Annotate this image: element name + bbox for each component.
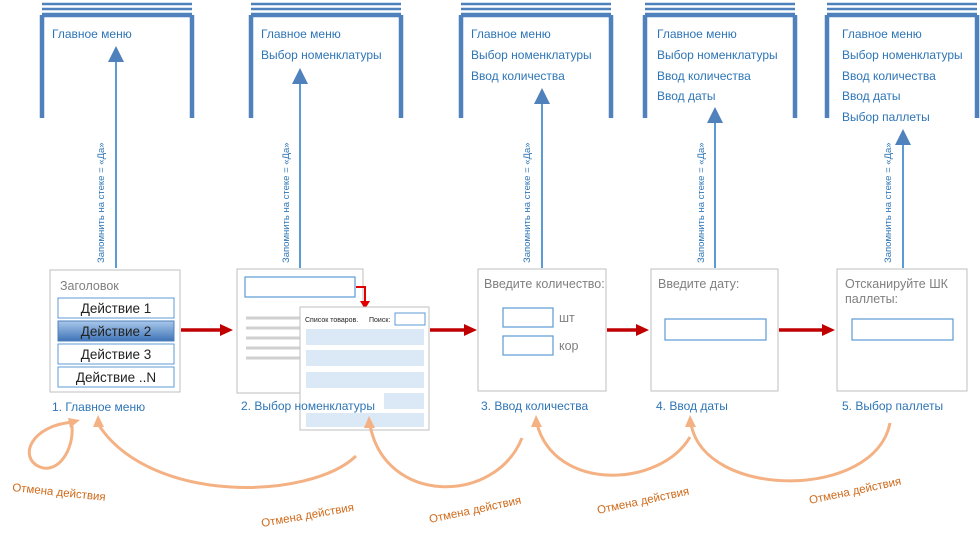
screen-date-input: Введите дату: 4. Ввод даты [650,268,779,413]
boxes-input[interactable] [502,335,554,356]
cancel-arc [96,423,358,489]
cancel-arrows [27,420,892,489]
list-row[interactable] [306,329,424,345]
stack-2-item: Главное меню [261,27,341,41]
cancel-label: Отмена действия [260,502,354,530]
stack-5: Главное меню Выбор номенклатуры Ввод кол… [824,2,980,124]
list-row[interactable] [306,372,424,388]
push-label: Запомнить на стеке = «Да» [281,142,292,263]
stack-5-item: Выбор номенклатуры [842,48,963,62]
action-button-3-label: Действие 3 [81,347,152,362]
pieces-unit: шт [559,311,575,325]
cancel-label: Отмена действия [808,476,902,507]
stack-4-item: Выбор номенклатуры [657,48,778,62]
cancel-arrow-head [364,416,375,428]
action-button-2-label: Действие 2 [81,324,152,339]
cancel-arrow-head [68,418,80,428]
cancel-arrow-heads [68,415,696,428]
screen-item-selection: Список товаров. Поиск: 2. Выбор номенкла… [236,268,430,431]
push-label: Запомнить на стеке = «Да» [696,142,707,263]
push-arrows: Запомнить на стеке = «Да» Запомнить на с… [96,46,911,268]
stack-4-item: Главное меню [657,27,737,41]
push-label: Запомнить на стеке = «Да» [522,142,533,263]
stack-1-item: Главное меню [52,27,132,41]
stack-2: Главное меню Выбор номенклатуры [248,2,404,118]
stack-2-item: Выбор номенклатуры [261,48,382,62]
stack-3-item: Ввод количества [471,69,565,83]
stack-5-item: Выбор паллеты [842,110,930,124]
stack-5-item: Ввод даты [842,89,901,103]
screen-caption: 4. Ввод даты [656,399,728,413]
action-button-2-selected[interactable] [57,320,175,342]
cancel-label: Отмена действия [428,495,522,526]
screen-caption: 3. Ввод количества [481,399,588,413]
action-button-n-label: Действие ..N [76,370,156,385]
screen-title: Заголовок [60,279,119,293]
item-list-popup [299,306,430,431]
pallet-prompt-line2: паллеты: [845,292,898,306]
pallet-prompt-line1: Отсканируйте ШК [845,277,949,291]
popup-search-label: Поиск: [369,317,390,324]
stack-3-item: Главное меню [471,27,551,41]
forward-arrow-head [822,324,835,336]
cancel-arrow-head [685,415,696,427]
stack-4: Главное меню Выбор номенклатуры Ввод кол… [642,2,798,118]
cancel-label: Отмена действия [596,486,690,517]
cancel-label: Отмена действия [12,482,107,504]
search-field[interactable] [244,276,356,298]
screen-pallet-scan: Отсканируйте ШК паллеты: 5. Выбор паллет… [836,268,968,413]
stack-4-item: Ввод даты [657,89,716,103]
stack-4-item: Ввод количества [657,69,751,83]
forward-arrows [181,324,835,336]
stack-1: Главное меню [39,2,195,118]
popup-title: Список товаров. [305,317,358,324]
cancel-loop [27,420,75,470]
date-prompt: Введите дату: [658,277,739,291]
stack-5-item: Главное меню [842,27,922,41]
screen-caption: 5. Выбор паллеты [842,399,943,413]
cancel-arc [689,422,892,483]
pieces-input[interactable] [502,307,554,328]
popup-search-field[interactable] [394,312,426,326]
screen-caption: 2. Выбор номенклатуры [241,399,375,413]
popup-connector [356,286,366,302]
cancel-arc [368,424,524,489]
screen-quantity-input: Введите количество: шт кор 3. Ввод колич… [477,268,607,413]
cancel-arc [535,423,692,477]
action-button-n[interactable] [57,366,175,388]
boxes-unit: кор [559,339,579,353]
pallet-barcode-input[interactable] [851,318,954,341]
stack-3: Главное меню Выбор номенклатуры Ввод кол… [458,2,614,118]
stack-3-item: Выбор номенклатуры [471,48,592,62]
list-row[interactable] [306,350,424,366]
forward-arrow-head [464,324,477,336]
push-label: Запомнить на стеке = «Да» [96,142,107,263]
forward-arrow-head [636,324,649,336]
forward-arrow-head [220,324,233,336]
action-button-1-label: Действие 1 [81,301,152,316]
screen-caption: 1. Главное меню [52,400,145,414]
list-row[interactable] [306,413,424,427]
cancel-arrow-head [93,415,104,427]
push-label: Запомнить на стеке = «Да» [883,142,894,263]
list-row[interactable] [384,393,424,409]
stack-5-item: Ввод количества [842,69,936,83]
quantity-prompt: Введите количество: [484,277,605,291]
popup-connector-head [360,301,370,309]
action-button-3[interactable] [57,343,175,365]
screen-main-menu: Заголовок Действие 1 Действие 2 Действие… [49,269,181,414]
date-input[interactable] [664,318,767,341]
action-button-1[interactable] [57,297,175,319]
cancel-arrow-head [531,415,542,427]
